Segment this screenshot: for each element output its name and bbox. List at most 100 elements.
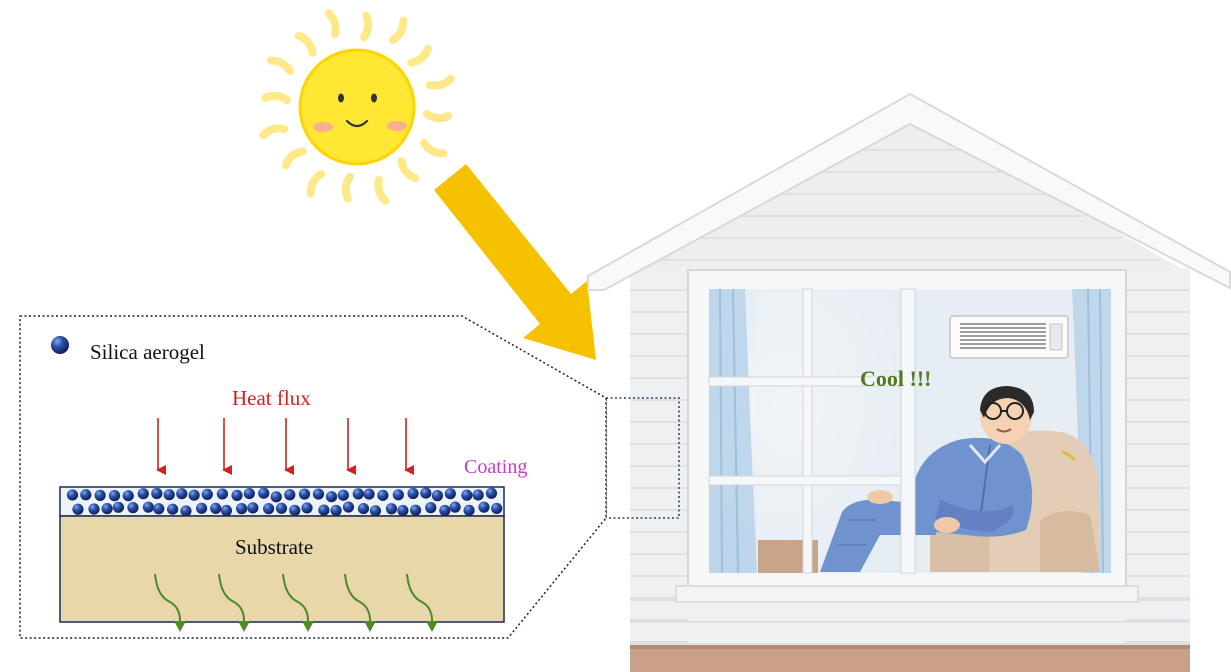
aerogel-particle <box>262 503 275 515</box>
heat-flux-arrows <box>156 418 414 475</box>
aerogel-legend-icon <box>51 336 69 354</box>
aerogel-particle <box>312 488 325 500</box>
aerogel-particle <box>247 502 259 514</box>
sun-ray <box>374 175 390 205</box>
conduction-arrowhead <box>302 621 314 632</box>
aerogel-particle <box>167 503 179 515</box>
sun-ray <box>359 11 373 42</box>
aerogel-particle <box>220 504 233 517</box>
conduction-arrow <box>344 573 372 625</box>
aerogel-particle <box>275 502 288 514</box>
conduction-arrow <box>282 573 310 625</box>
sun-ray <box>306 169 326 198</box>
aerogel-particle <box>188 489 200 501</box>
window-sill <box>675 585 1139 603</box>
conduction-arrow <box>154 573 182 625</box>
aerogel-particle <box>431 490 444 502</box>
aerogel-particle <box>289 504 301 516</box>
aerogel-particle <box>449 501 461 513</box>
aerogel-particle <box>195 502 208 514</box>
aerogel-particle <box>472 489 484 501</box>
aerogel-particle <box>330 504 342 517</box>
conduction-arrow <box>406 573 434 625</box>
sun-disc <box>298 48 416 166</box>
aerogel-particle <box>216 488 228 500</box>
sun-ray <box>281 147 307 170</box>
coating-label: Coating <box>464 456 527 478</box>
aerogel-particle <box>80 489 92 501</box>
sun-ray <box>407 44 433 67</box>
sun-ray <box>397 157 420 183</box>
aerogel-particle <box>122 490 134 502</box>
conduction-arrowhead <box>364 621 376 632</box>
aerogel-particle <box>258 487 270 499</box>
aerogel-particle <box>357 502 370 515</box>
aerogel-particle <box>392 489 404 501</box>
aerogel-particle <box>385 503 398 515</box>
aerogel-particle <box>485 487 498 499</box>
aerogel-particle <box>94 489 106 501</box>
conduction-arrows <box>154 573 438 632</box>
aerogel-particle <box>425 502 437 514</box>
sun-ray <box>266 56 295 76</box>
aerogel-particle <box>137 488 149 500</box>
aerogel-particle <box>298 488 311 500</box>
sun-face <box>313 93 407 132</box>
aerogel-particle <box>337 489 349 501</box>
window-muntins <box>708 288 916 574</box>
aerogel-particle <box>318 504 330 516</box>
sun-ray <box>419 138 448 158</box>
aerogel-particle <box>301 502 313 514</box>
air-conditioner <box>949 315 1069 359</box>
sun-ray <box>388 16 408 45</box>
conduction-arrowhead <box>238 621 250 632</box>
aerogel-particle <box>108 490 121 502</box>
aerogel-particle <box>270 491 282 503</box>
house-siding <box>630 289 1190 645</box>
aerogel-particle <box>407 487 419 500</box>
gable-siding <box>659 149 1161 261</box>
aerogel-particle <box>201 488 213 501</box>
aerogel-particle <box>127 502 139 514</box>
sun-rays <box>259 9 455 205</box>
conduction-arrowhead <box>426 621 438 632</box>
cool-exclamation: Cool !!! <box>860 366 931 391</box>
aerogel-particle <box>420 487 432 499</box>
sun-ray <box>425 74 455 90</box>
substrate-label: Substrate <box>235 535 313 559</box>
sun-ray <box>294 31 317 57</box>
substrate-layer <box>59 515 505 623</box>
aerogel-particle <box>342 501 355 513</box>
house-gable <box>638 112 1180 268</box>
house-foundation <box>630 645 1190 672</box>
aerogel-particle <box>72 503 84 515</box>
aerogel-particles <box>66 487 503 517</box>
aerogel-particle <box>180 505 192 517</box>
aerogel-particle <box>231 489 243 502</box>
aerogel-particle <box>112 501 125 513</box>
roof-trim <box>587 92 1231 291</box>
aerogel-particle <box>463 504 475 516</box>
aerogel-particle <box>363 488 375 500</box>
aerogel-particle <box>478 501 490 513</box>
sun-ray <box>259 124 289 140</box>
aerogel-particle <box>284 489 296 501</box>
aerogel-particle <box>491 502 503 515</box>
aerogel-particle <box>444 488 456 500</box>
man-relaxing <box>820 386 1034 572</box>
aerogel-particle <box>377 489 389 501</box>
aerogel-particle <box>176 488 188 500</box>
aerogel-particle <box>236 503 248 515</box>
aerogel-particle <box>142 501 154 513</box>
aerogel-particle <box>325 491 338 503</box>
aerogel-particle <box>153 503 165 515</box>
aerogel-particle <box>397 504 409 517</box>
conduction-arrowhead <box>174 621 186 632</box>
sun-ray <box>341 172 355 203</box>
sun-radiation-arrow <box>434 164 596 360</box>
aerogel-legend-label: Silica aerogel <box>90 340 205 364</box>
sun <box>259 9 455 205</box>
aerogel-particle <box>66 489 79 501</box>
house <box>587 92 1231 672</box>
